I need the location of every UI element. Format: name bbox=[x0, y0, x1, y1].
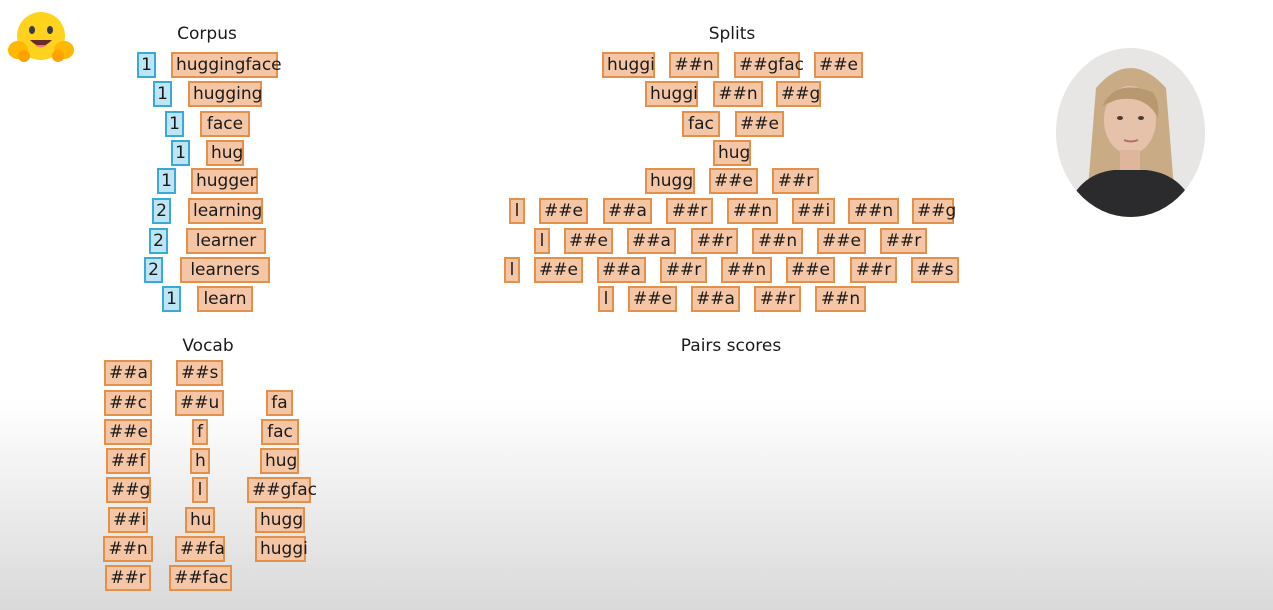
corpus-count: 1 bbox=[165, 111, 184, 137]
vocab-title: Vocab bbox=[182, 336, 234, 356]
split-token: ##r bbox=[666, 198, 713, 224]
split-token: l bbox=[598, 286, 614, 312]
corpus-count: 1 bbox=[171, 140, 190, 166]
split-token: ##i bbox=[792, 198, 835, 224]
split-token: ##gfac bbox=[734, 52, 804, 78]
split-token: ##r bbox=[660, 257, 707, 283]
split-token: ##n bbox=[848, 198, 899, 224]
corpus-count: 1 bbox=[153, 81, 172, 107]
hugging-face-logo-icon bbox=[8, 12, 74, 62]
split-token: ##n bbox=[669, 52, 719, 78]
vocab-token: ##s bbox=[176, 360, 223, 386]
split-token: ##a bbox=[603, 198, 652, 224]
split-token: l bbox=[504, 257, 520, 283]
split-token: ##r bbox=[880, 228, 927, 254]
split-token: ##e bbox=[709, 168, 758, 194]
vocab-token: l bbox=[192, 477, 208, 503]
corpus-word: learner bbox=[186, 228, 266, 254]
split-token: ##s bbox=[911, 257, 959, 283]
presenter-avatar bbox=[1056, 48, 1205, 217]
corpus-title: Corpus bbox=[177, 24, 237, 44]
vocab-token: huggi bbox=[255, 536, 308, 562]
split-token: ##e bbox=[539, 198, 588, 224]
vocab-token: fac bbox=[261, 419, 299, 445]
corpus-word: hugging bbox=[188, 81, 262, 107]
vocab-token: f bbox=[192, 419, 208, 445]
corpus-count: 2 bbox=[144, 257, 163, 283]
split-token: ##a bbox=[627, 228, 676, 254]
split-token: ##e bbox=[534, 257, 583, 283]
split-token: hug bbox=[713, 140, 751, 166]
vocab-token: hu bbox=[185, 507, 215, 533]
corpus-word: hug bbox=[206, 140, 244, 166]
split-token: ##g bbox=[776, 81, 821, 107]
split-token: ##e bbox=[786, 257, 835, 283]
split-token: ##e bbox=[564, 228, 613, 254]
presenter-image bbox=[1056, 48, 1205, 217]
split-token: ##e bbox=[817, 228, 866, 254]
corpus-word: hugger bbox=[191, 168, 258, 194]
corpus-word: learn bbox=[197, 286, 253, 312]
split-token: hugg bbox=[645, 168, 695, 194]
vocab-token: ##fa bbox=[175, 536, 225, 562]
split-token: ##a bbox=[597, 257, 646, 283]
split-token: huggi bbox=[602, 52, 655, 78]
split-token: ##n bbox=[713, 81, 763, 107]
splits-title: Splits bbox=[708, 24, 756, 44]
split-token: ##r bbox=[772, 168, 819, 194]
corpus-count: 2 bbox=[152, 198, 171, 224]
corpus-word: learners bbox=[180, 257, 270, 283]
split-token: ##n bbox=[752, 228, 803, 254]
corpus-count: 1 bbox=[137, 52, 156, 78]
vocab-token: ##f bbox=[106, 448, 150, 474]
vocab-token: ##c bbox=[104, 390, 152, 416]
split-token: ##n bbox=[727, 198, 778, 224]
split-token: ##n bbox=[721, 257, 772, 283]
vocab-token: fa bbox=[266, 390, 293, 416]
vocab-token: ##n bbox=[103, 536, 153, 562]
corpus-count: 1 bbox=[157, 168, 176, 194]
corpus-word: huggingface bbox=[171, 52, 282, 78]
split-token: l bbox=[534, 228, 550, 254]
vocab-token: ##i bbox=[108, 507, 148, 533]
vocab-token: ##gfac bbox=[247, 477, 317, 503]
split-token: ##e bbox=[628, 286, 677, 312]
split-token: huggi bbox=[645, 81, 698, 107]
pairs-scores-title: Pairs scores bbox=[680, 336, 782, 356]
corpus-word: learning bbox=[188, 198, 263, 224]
vocab-token: ##r bbox=[105, 565, 151, 591]
vocab-token: ##g bbox=[106, 477, 151, 503]
corpus-count: 2 bbox=[149, 228, 168, 254]
vocab-token: h bbox=[190, 448, 210, 474]
corpus-count: 1 bbox=[162, 286, 181, 312]
split-token: ##g bbox=[912, 198, 956, 224]
vocab-token: ##a bbox=[104, 360, 152, 386]
vocab-token: hug bbox=[260, 448, 299, 474]
vocab-token: ##u bbox=[175, 390, 224, 416]
vocab-token: hugg bbox=[255, 507, 305, 533]
vocab-token: ##e bbox=[104, 419, 152, 445]
split-token: ##e bbox=[735, 111, 784, 137]
split-token: ##r bbox=[691, 228, 738, 254]
split-token: ##n bbox=[815, 286, 866, 312]
split-token: fac bbox=[682, 111, 720, 137]
split-token: ##r bbox=[850, 257, 897, 283]
split-token: ##r bbox=[754, 286, 801, 312]
split-token: ##a bbox=[691, 286, 740, 312]
split-token: l bbox=[509, 198, 525, 224]
vocab-token: ##fac bbox=[169, 565, 232, 591]
split-token: ##e bbox=[814, 52, 863, 78]
corpus-word: face bbox=[200, 111, 250, 137]
